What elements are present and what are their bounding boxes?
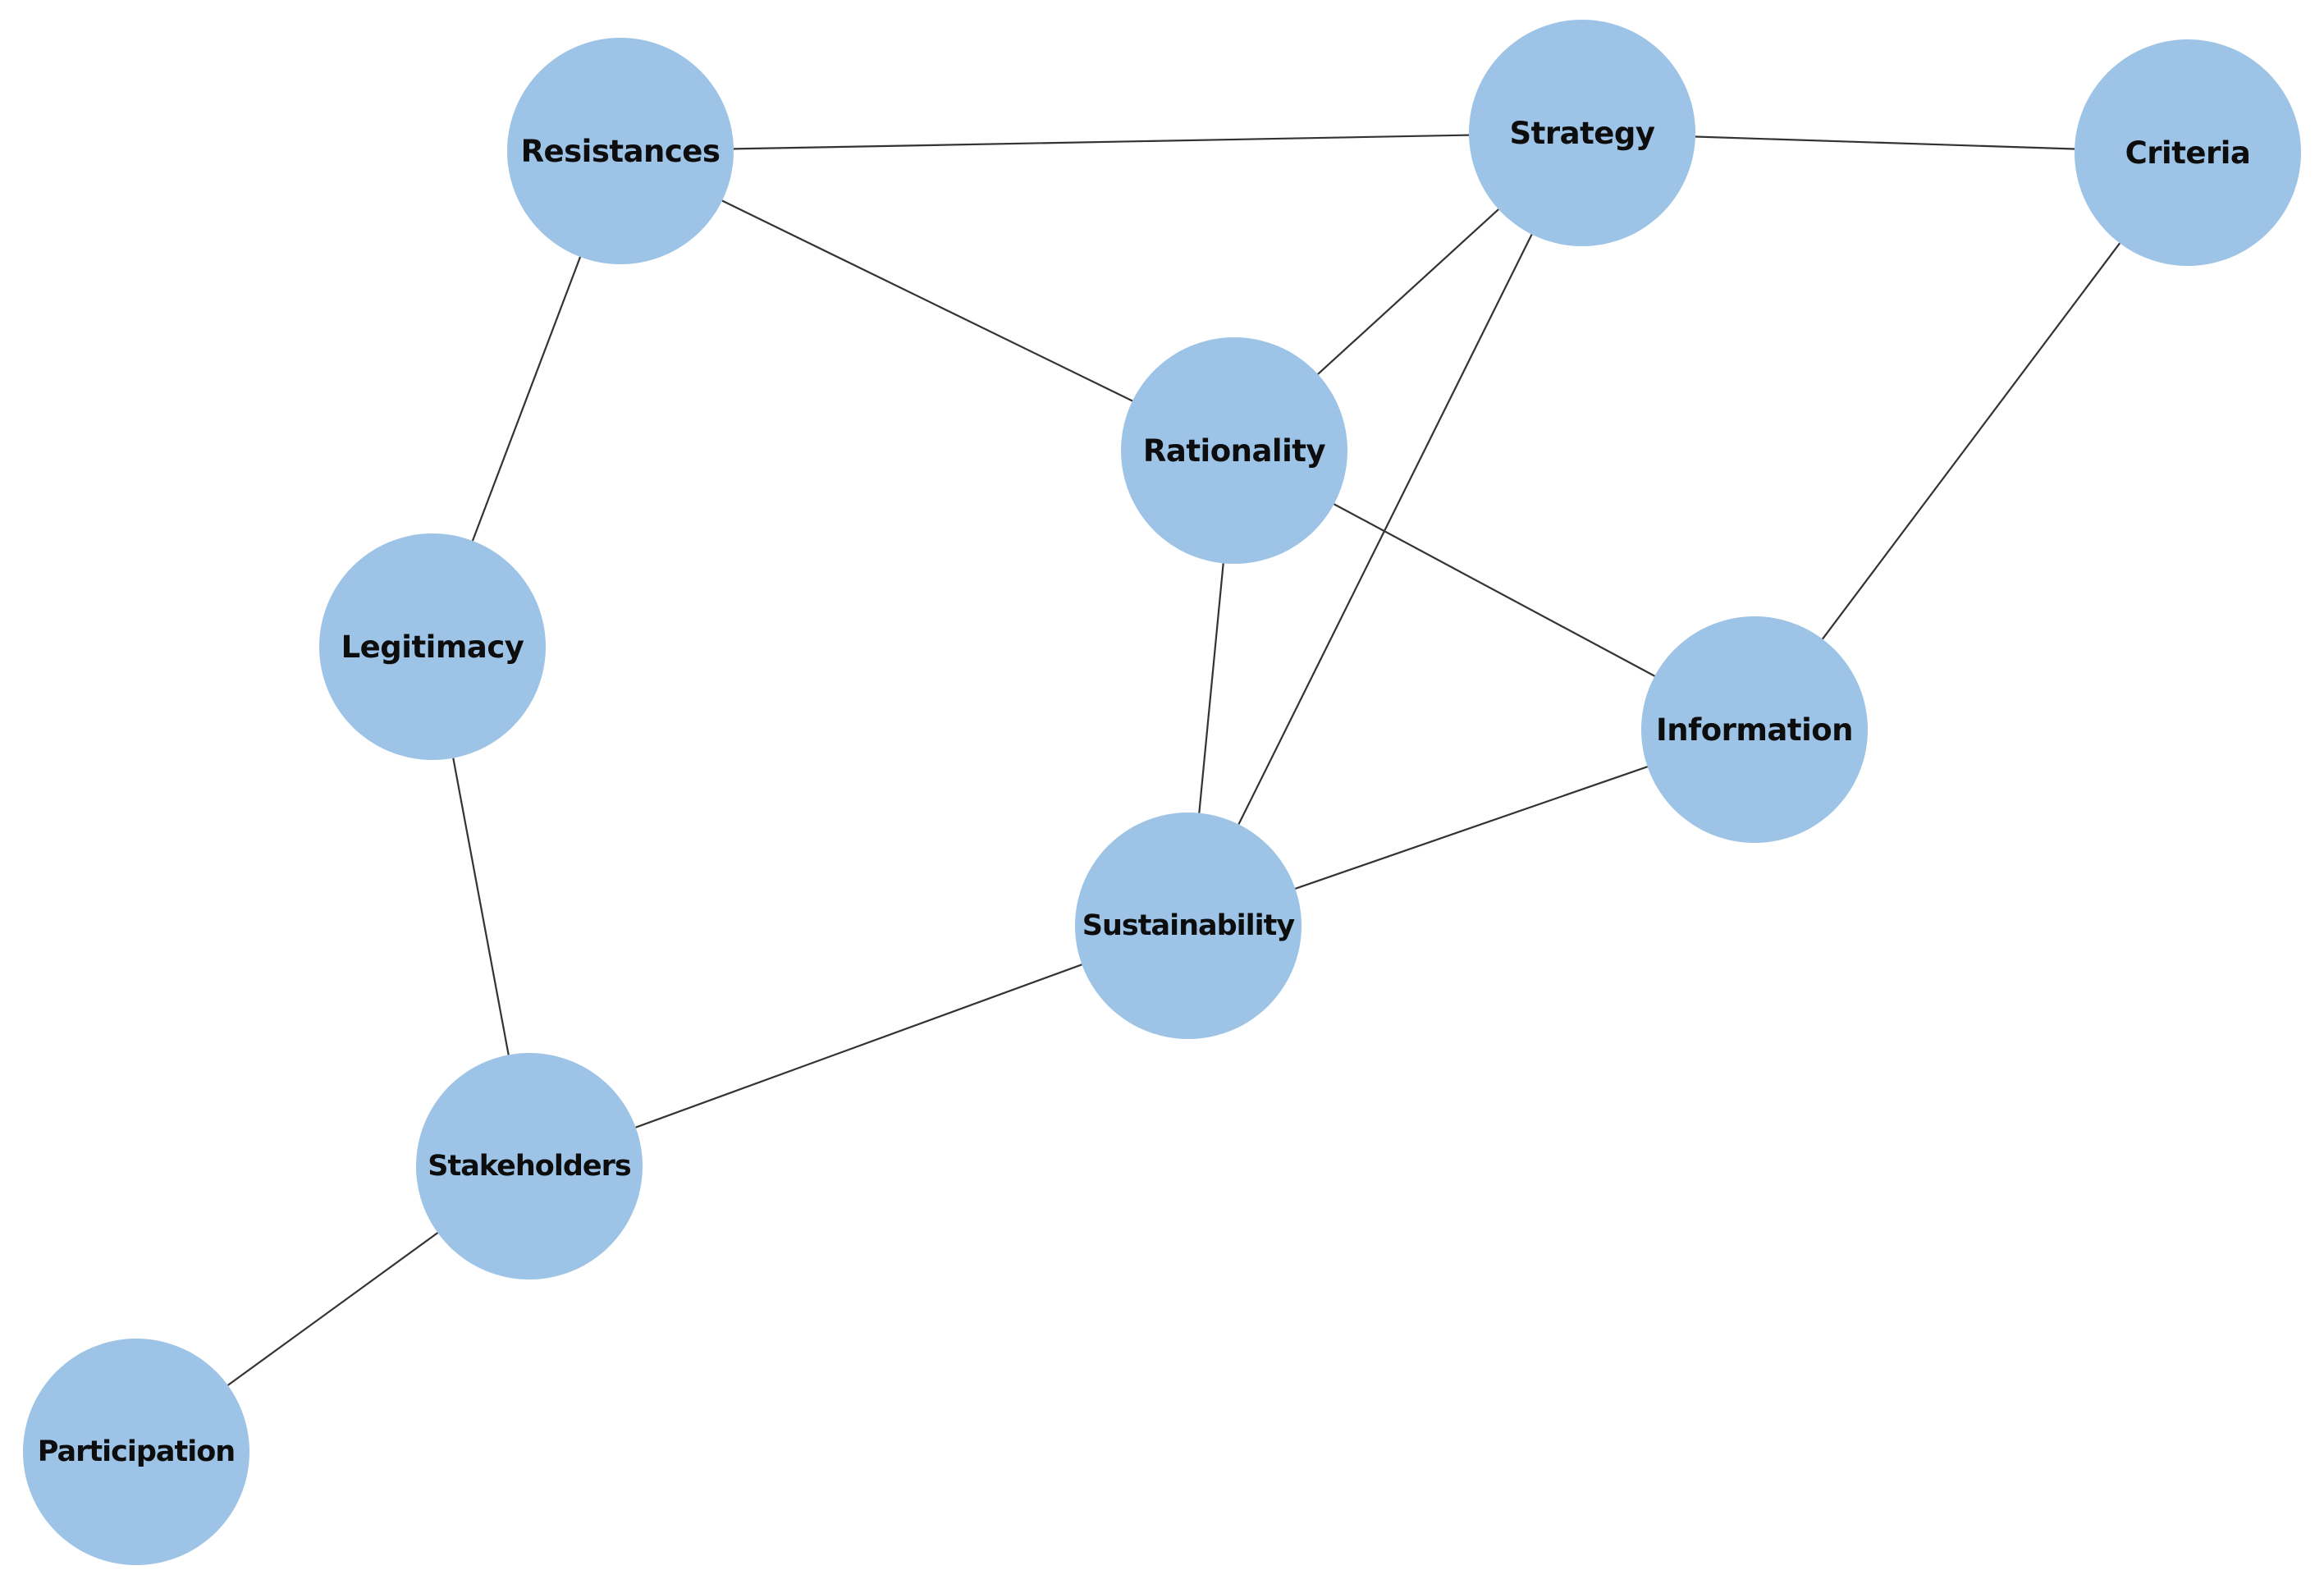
edge-legitimacy-stakeholders — [452, 758, 510, 1055]
node-label-participation: Participation — [37, 1435, 236, 1468]
node-label-rationality: Rationality — [1142, 433, 1326, 469]
node-label-information: Information — [1655, 712, 1854, 748]
edge-sustainability-stakeholders — [635, 964, 1082, 1128]
edge-resistances-rationality — [721, 199, 1133, 402]
edge-rationality-sustainability — [1198, 563, 1224, 813]
node-label-stakeholders: Stakeholders — [428, 1150, 631, 1183]
edge-resistances-strategy — [733, 134, 1470, 150]
edge-rationality-information — [1334, 503, 1655, 677]
node-stakeholders: Stakeholders — [416, 1053, 643, 1279]
node-label-criteria: Criteria — [2125, 135, 2251, 171]
node-information: Information — [1641, 616, 1868, 843]
node-rationality: Rationality — [1121, 337, 1347, 564]
node-participation: Participation — [23, 1339, 249, 1565]
edge-strategy-criteria — [1695, 135, 2075, 150]
edge-criteria-information — [1821, 242, 2121, 640]
edge-strategy-rationality — [1317, 208, 1499, 375]
node-strategy: Strategy — [1469, 20, 1695, 246]
node-sustainability: Sustainability — [1075, 813, 1302, 1039]
edge-stakeholders-participation — [226, 1232, 439, 1386]
node-label-sustainability: Sustainability — [1082, 909, 1295, 942]
node-label-strategy: Strategy — [1509, 115, 1655, 151]
node-legitimacy: Legitimacy — [319, 533, 546, 760]
node-criteria: Criteria — [2075, 39, 2301, 266]
edge-resistances-legitimacy — [471, 256, 582, 542]
node-resistances: Resistances — [507, 38, 734, 264]
node-label-resistances: Resistances — [520, 133, 721, 169]
edge-information-sustainability — [1295, 766, 1648, 890]
node-label-legitimacy: Legitimacy — [341, 629, 524, 665]
edge-strategy-sustainability — [1237, 234, 1533, 825]
